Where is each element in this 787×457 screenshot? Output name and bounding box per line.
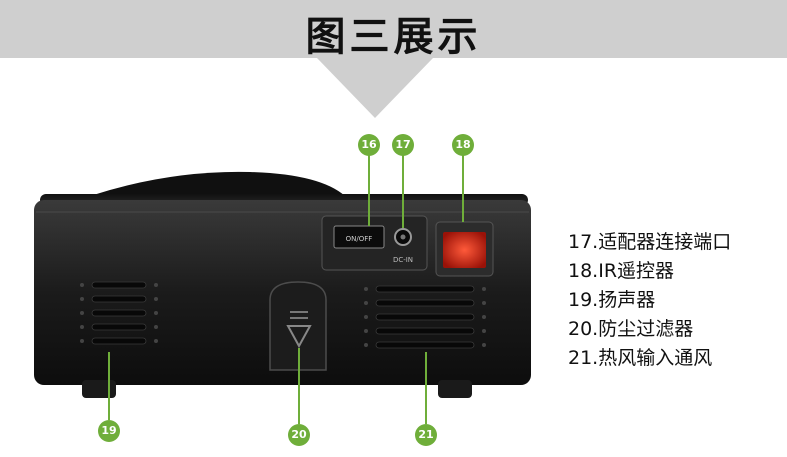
foot-left xyxy=(82,380,116,398)
leader-line-17 xyxy=(402,154,404,228)
leader-line-19 xyxy=(108,352,110,420)
callout-badge-19: 19 xyxy=(98,420,120,442)
title-banner xyxy=(0,0,787,58)
banner-pointer xyxy=(317,58,433,118)
legend-item-21: 21.热风输入通风 xyxy=(568,347,713,369)
legend-item-17: 17.适配器连接端口 xyxy=(568,231,732,253)
page-title: 图三展示 xyxy=(305,14,482,60)
vent-grille-right xyxy=(375,285,475,349)
filter-arrow-icon xyxy=(286,325,312,349)
callout-badge-17: 17 xyxy=(392,134,414,156)
switch-label: ON/OFF xyxy=(346,235,373,243)
feature-legend: 17.适配器连接端口 18.IR遥控器 19.扬声器 20.防尘过滤器 21.热… xyxy=(568,228,731,373)
leader-line-21 xyxy=(425,352,427,424)
projector-top-dome xyxy=(90,171,345,196)
dc-in-label: DC-IN xyxy=(393,256,413,264)
leader-line-16 xyxy=(368,154,370,226)
leader-line-18 xyxy=(462,154,464,222)
foot-right xyxy=(438,380,472,398)
speaker-grille-left xyxy=(91,281,147,345)
callout-badge-16: 16 xyxy=(358,134,380,156)
callout-badge-20: 20 xyxy=(288,424,310,446)
power-switch xyxy=(333,225,385,249)
ir-window xyxy=(443,232,486,268)
leader-line-20 xyxy=(298,348,300,424)
callout-badge-18: 18 xyxy=(452,134,474,156)
callout-badge-21: 21 xyxy=(415,424,437,446)
legend-item-18: 18.IR遥控器 xyxy=(568,260,675,282)
legend-item-19: 19.扬声器 xyxy=(568,289,656,311)
legend-item-20: 20.防尘过滤器 xyxy=(568,318,694,340)
